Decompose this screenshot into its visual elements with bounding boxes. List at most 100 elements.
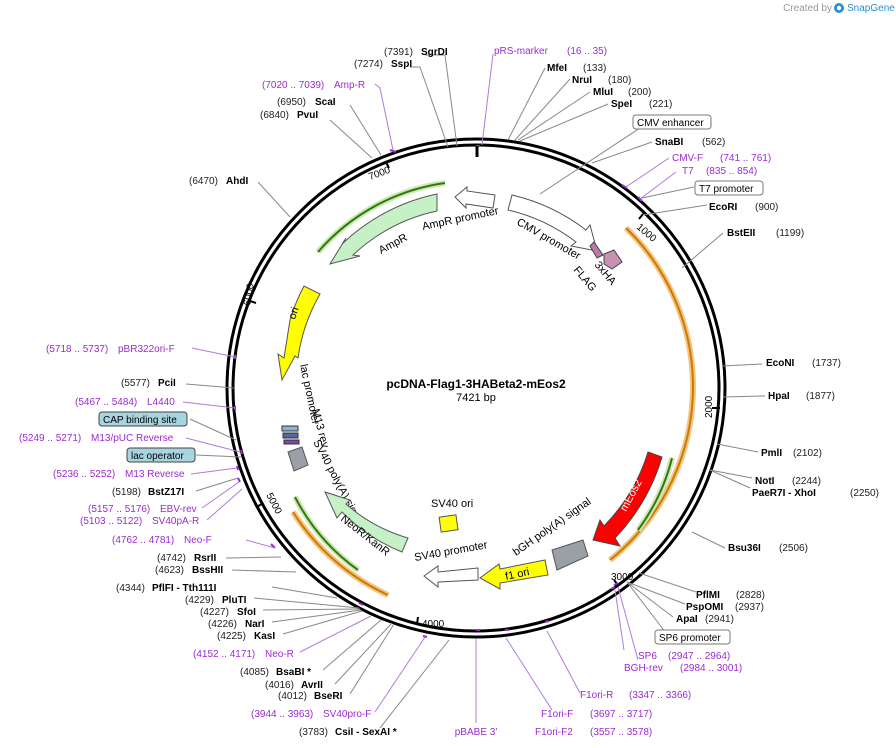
- cap-binding-site-box: [98, 411, 188, 427]
- label-enzyme-23: KasI: [254, 631, 275, 642]
- label-pos-37: (2941): [705, 614, 734, 625]
- label-pos-14: (5157 .. 5176): [88, 504, 150, 515]
- ampr-arrow: [328, 193, 438, 265]
- label-enzyme-17: RsrII: [194, 553, 216, 564]
- sv40-promoter-label: SV40 promoter: [413, 539, 488, 564]
- label-pos-12: (5236 .. 5252): [53, 469, 115, 480]
- label-primer-6: pBR322ori-F: [118, 344, 175, 355]
- tick-label-4000: 4000: [422, 619, 445, 630]
- label-pos-5: (6470): [189, 176, 218, 187]
- label-enzyme-1: SspI: [391, 59, 412, 70]
- label-feature-11: lac operator: [131, 451, 184, 462]
- label-primer-16: Neo-F: [184, 535, 212, 546]
- label-primer-30: pBABE 3': [455, 727, 498, 738]
- label-pos-4: (6840): [260, 110, 289, 121]
- label-primer-10: M13/pUC Reverse: [91, 433, 174, 444]
- label-primer-33: F1ori-R: [580, 690, 613, 701]
- label-enzyme-54: MluI: [593, 87, 613, 98]
- label-enzyme-41: PaeR7I - XhoI: [752, 488, 816, 499]
- label-pos-38: (2937): [735, 602, 764, 613]
- lac-operator-box: [126, 447, 196, 463]
- label-enzyme-39: PflMI: [696, 590, 720, 601]
- label-primer-35: SP6: [638, 651, 657, 662]
- label-enzyme-20: PluTI: [222, 595, 247, 606]
- ori-label: ori: [286, 306, 301, 321]
- label-enzyme-3: ScaI: [315, 97, 336, 108]
- cmv-enhancer-box: [632, 114, 712, 130]
- label-primer-15: SV40pA-R: [152, 516, 199, 527]
- label-pos-42: (2244): [792, 476, 821, 487]
- label-primer-49: T7: [682, 166, 694, 177]
- label-pos-56: (133): [583, 63, 606, 74]
- label-enzyme-47: EcoRI: [709, 202, 738, 213]
- lac-small-feature-2: [282, 432, 299, 439]
- label-pos-15: (5103 .. 5122): [80, 516, 142, 527]
- ampr-label: AmpR: [377, 232, 410, 257]
- label-primer-8: L4440: [147, 397, 175, 408]
- label-enzyme-27: BseRI: [314, 691, 343, 702]
- f1-ori-label: f1 ori: [504, 566, 530, 583]
- label-enzyme-29: CsiI - SexAI *: [335, 727, 397, 738]
- label-pos-35: (2947 .. 2964): [668, 651, 730, 662]
- tick-label-2000: 2000: [704, 395, 715, 418]
- backbone-outer: [225, 137, 727, 639]
- label-primer-50: CMV-F: [672, 153, 703, 164]
- label-enzyme-46: BstEII: [727, 228, 756, 239]
- label-pos-51: (562): [702, 137, 725, 148]
- label-enzyme-19: PflFI - Tth111I: [152, 583, 217, 594]
- plasmid-length: 7421 bp: [456, 392, 496, 404]
- label-pos-10: (5249 .. 5271): [19, 433, 81, 444]
- label-pos-44: (1877): [806, 391, 835, 402]
- sv40-polya-box: [287, 446, 309, 472]
- bgh-polya-box: [551, 539, 589, 571]
- label-pos-13: (5198): [112, 487, 141, 498]
- label-pos-21: (4227): [200, 607, 229, 618]
- label-enzyme-7: PciI: [158, 378, 176, 389]
- label-pos-34: (2984 .. 3001): [680, 663, 742, 674]
- label-pos-23: (4225): [217, 631, 246, 642]
- label-pos-8: (5467 .. 5484): [75, 397, 137, 408]
- label-pos-18: (4623): [155, 565, 184, 576]
- label-feature-48: T7 promoter: [699, 184, 754, 195]
- label-enzyme-53: SpeI: [611, 99, 632, 110]
- label-primer-28: SV40pro-F: [323, 709, 371, 720]
- label-feature-36: SP6 promoter: [659, 633, 721, 644]
- sp6-promoter-box: [654, 629, 731, 645]
- label-enzyme-44: HpaI: [768, 391, 790, 402]
- label-pos-46: (1199): [776, 228, 804, 239]
- lac-small-feature-3: [283, 439, 300, 445]
- label-feature-52: CMV enhancer: [637, 118, 704, 129]
- snapgene-logo-icon: [834, 3, 844, 13]
- label-primer-32: F1ori-F2: [535, 727, 573, 738]
- label-pos-40: (2506): [779, 543, 808, 554]
- ampr-promoter-arrow: [454, 185, 496, 210]
- label-enzyme-4: PvuI: [297, 110, 318, 121]
- label-enzyme-42: NotI: [755, 476, 775, 487]
- ticks: [249, 161, 720, 625]
- label-pos-26: (4016): [265, 680, 294, 691]
- ha-arrow: [603, 249, 623, 270]
- tick-label-3000: 3000: [611, 572, 634, 583]
- label-enzyme-51: SnaBI: [655, 137, 684, 148]
- label-pos-55: (180): [608, 75, 631, 86]
- label-enzyme-37: ApaI: [676, 614, 698, 625]
- created-by-text: Created by: [783, 3, 832, 14]
- label-pos-27: (4012): [278, 691, 307, 702]
- label-pos-25: (4085): [240, 667, 269, 678]
- label-pos-19: (4344): [116, 583, 145, 594]
- label-pos-53: (221): [649, 99, 672, 110]
- sv40-ori-box: [438, 514, 459, 533]
- t7-promoter-box: [694, 180, 764, 196]
- label-primer-2: Amp-R: [334, 80, 365, 91]
- label-enzyme-22: NarI: [245, 619, 265, 630]
- label-pos-33: (3347 .. 3366): [629, 690, 691, 701]
- tick-label-6000: 6000: [242, 282, 257, 306]
- label-pos-29: (3783): [299, 727, 328, 738]
- label-pos-22: (4226): [208, 619, 237, 630]
- label-primer-24: Neo-R: [265, 649, 294, 660]
- label-enzyme-5: AhdI: [226, 176, 248, 187]
- label-pos-17: (4742): [157, 553, 186, 564]
- sv40-ori-label: SV40 ori: [431, 498, 473, 510]
- label-pos-6: (5718 .. 5737): [46, 344, 108, 355]
- label-enzyme-43: PmlI: [761, 448, 782, 459]
